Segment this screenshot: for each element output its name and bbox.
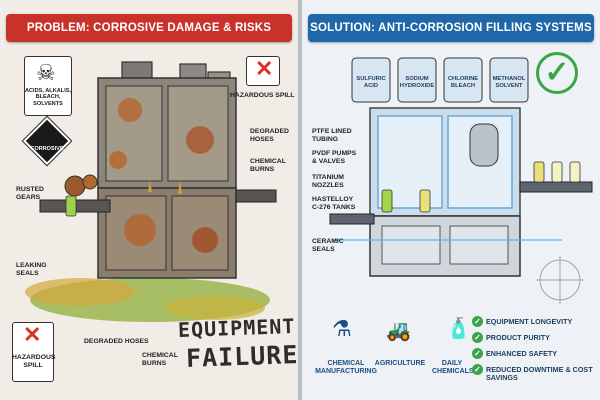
benefit-check-icon-3: ✓ <box>472 348 483 359</box>
close-x-icon: ✕ <box>255 56 274 81</box>
benefit-2: PRODUCT PURITY <box>486 333 550 342</box>
bottle-label-4: METHANOL SOLVENT <box>492 76 526 89</box>
solution-title: SOLUTION: ANTI-CORROSION FILLING SYSTEMS <box>308 14 594 42</box>
hazard-bottom-box <box>12 322 54 382</box>
leaking-seals-label: LEAKING SEALS <box>16 262 47 277</box>
tractor-icon: 🚜 <box>386 320 411 342</box>
equipment-failure-line1: EQUIPMENT <box>177 313 296 343</box>
app-agriculture: AGRICULTURE <box>374 360 426 367</box>
skull-icon: ☠ <box>36 60 56 85</box>
hazard-top-box <box>246 56 280 86</box>
anti-corrosion-machine-illustration <box>329 57 593 304</box>
hastelloy-label: HASTELLOY C-276 TANKS <box>312 196 356 211</box>
close-x-icon-bottom: ✕ <box>23 322 42 347</box>
rusted-machine-illustration <box>25 61 277 322</box>
ptfe-label: PTFE LINED TUBING <box>312 128 352 143</box>
bottle-label-1: SULFURIC ACID <box>356 76 386 89</box>
equipment-failure-line2: FAILURE <box>185 340 299 373</box>
chemical-burns-label: CHEMICAL BURNS <box>250 158 286 173</box>
pvdf-label: PVDF PUMPS & VALVES <box>312 150 357 165</box>
benefit-4: REDUCED DOWNTIME & COST SAVINGS <box>486 365 593 383</box>
bottle-label-2: SODIUM HYDROXIDE <box>399 76 435 89</box>
acids-label: ACIDS, ALKALIS, BLEACH, SOLVENTS <box>24 88 72 107</box>
panel-divider <box>298 0 302 400</box>
corrosive-label: CORROSIVE <box>30 146 64 152</box>
degraded-hoses-label: DEGRADED HOSES <box>250 128 289 143</box>
problem-title: PROBLEM: CORROSIVE DAMAGE & RISKS <box>6 14 292 42</box>
approved-check-icon: ✓ <box>536 52 578 94</box>
chemical-burns-bottom-label: CHEMICAL BURNS <box>142 352 178 367</box>
rusted-gears-label: RUSTED GEARS <box>16 186 44 201</box>
benefit-3: ENHANCED SAFETY <box>486 349 558 358</box>
benefit-check-icon-2: ✓ <box>472 332 483 343</box>
app-daily-chemicals: DAILY CHEMICALS <box>432 360 474 376</box>
bottle-icon: 🧴 <box>446 318 471 340</box>
benefit-check-icon-1: ✓ <box>472 316 483 327</box>
bottle-label-3: CHLORINE BLEACH <box>447 76 479 89</box>
hazard-bottom-label: HAZARDOUS SPILL <box>12 354 56 369</box>
benefit-check-icon-4: ✓ <box>472 364 483 375</box>
degraded-hoses-bottom-label: DEGRADED HOSES <box>84 338 149 345</box>
hazard-top-label: HAZARDOUS SPILL <box>230 92 295 99</box>
benefit-1: EQUIPMENT LONGEVITY <box>486 317 573 326</box>
titanium-label: TITANIUM NOZZLES <box>312 174 344 189</box>
flask-icon: ⚗ <box>332 316 352 341</box>
app-chemical-manufacturing: CHEMICAL MANUFACTURING <box>315 360 377 376</box>
ceramic-label: CERAMIC SEALS <box>312 238 344 253</box>
skull-hazard-box <box>24 56 72 116</box>
